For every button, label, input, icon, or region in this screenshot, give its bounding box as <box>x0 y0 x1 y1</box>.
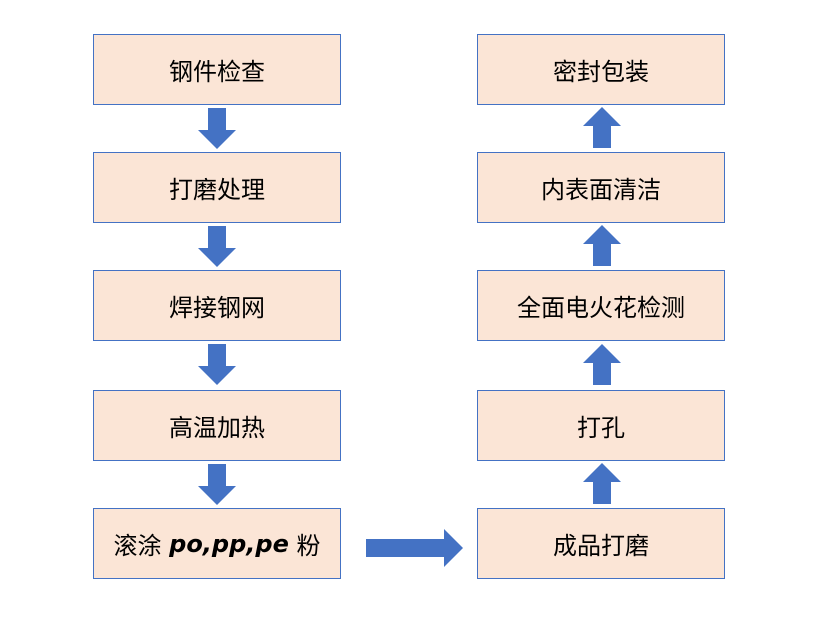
arrow-down-icon <box>198 464 236 505</box>
step-label-suffix: 粉 <box>288 532 321 560</box>
arrow-down-icon <box>198 108 236 149</box>
arrow-up-icon <box>583 344 621 385</box>
step-label: 成品打磨 <box>553 532 649 560</box>
step-drilling: 打孔 <box>477 390 725 461</box>
arrow-right-icon <box>366 529 463 567</box>
arrow-down-icon <box>198 226 236 267</box>
step-inner-surface-cleaning: 内表面清洁 <box>477 152 725 223</box>
step-label: 内表面清洁 <box>541 176 661 204</box>
step-high-temp-heating: 高温加热 <box>93 390 341 461</box>
step-label: 全面电火花检测 <box>517 294 685 322</box>
arrow-up-icon <box>583 225 621 266</box>
step-label: 打磨处理 <box>169 176 265 204</box>
step-final-grinding: 成品打磨 <box>477 508 725 579</box>
step-steel-inspection: 钢件检查 <box>93 34 341 105</box>
step-label: 密封包装 <box>553 58 649 86</box>
step-label: 钢件检查 <box>169 58 265 86</box>
step-label: 焊接钢网 <box>169 294 265 322</box>
step-spark-test: 全面电火花检测 <box>477 270 725 341</box>
arrow-down-icon <box>198 344 236 385</box>
step-label: 打孔 <box>577 414 625 442</box>
step-label-prefix: 滚涂 <box>113 532 170 560</box>
arrow-up-icon <box>583 107 621 148</box>
step-label-italic: po,pp,pe <box>169 529 289 558</box>
step-weld-mesh: 焊接钢网 <box>93 270 341 341</box>
step-roll-coating: 滚涂 po,pp,pe 粉 <box>93 508 341 579</box>
step-grinding: 打磨处理 <box>93 152 341 223</box>
step-label: 高温加热 <box>169 414 265 442</box>
step-seal-package: 密封包装 <box>477 34 725 105</box>
arrow-up-icon <box>583 463 621 504</box>
